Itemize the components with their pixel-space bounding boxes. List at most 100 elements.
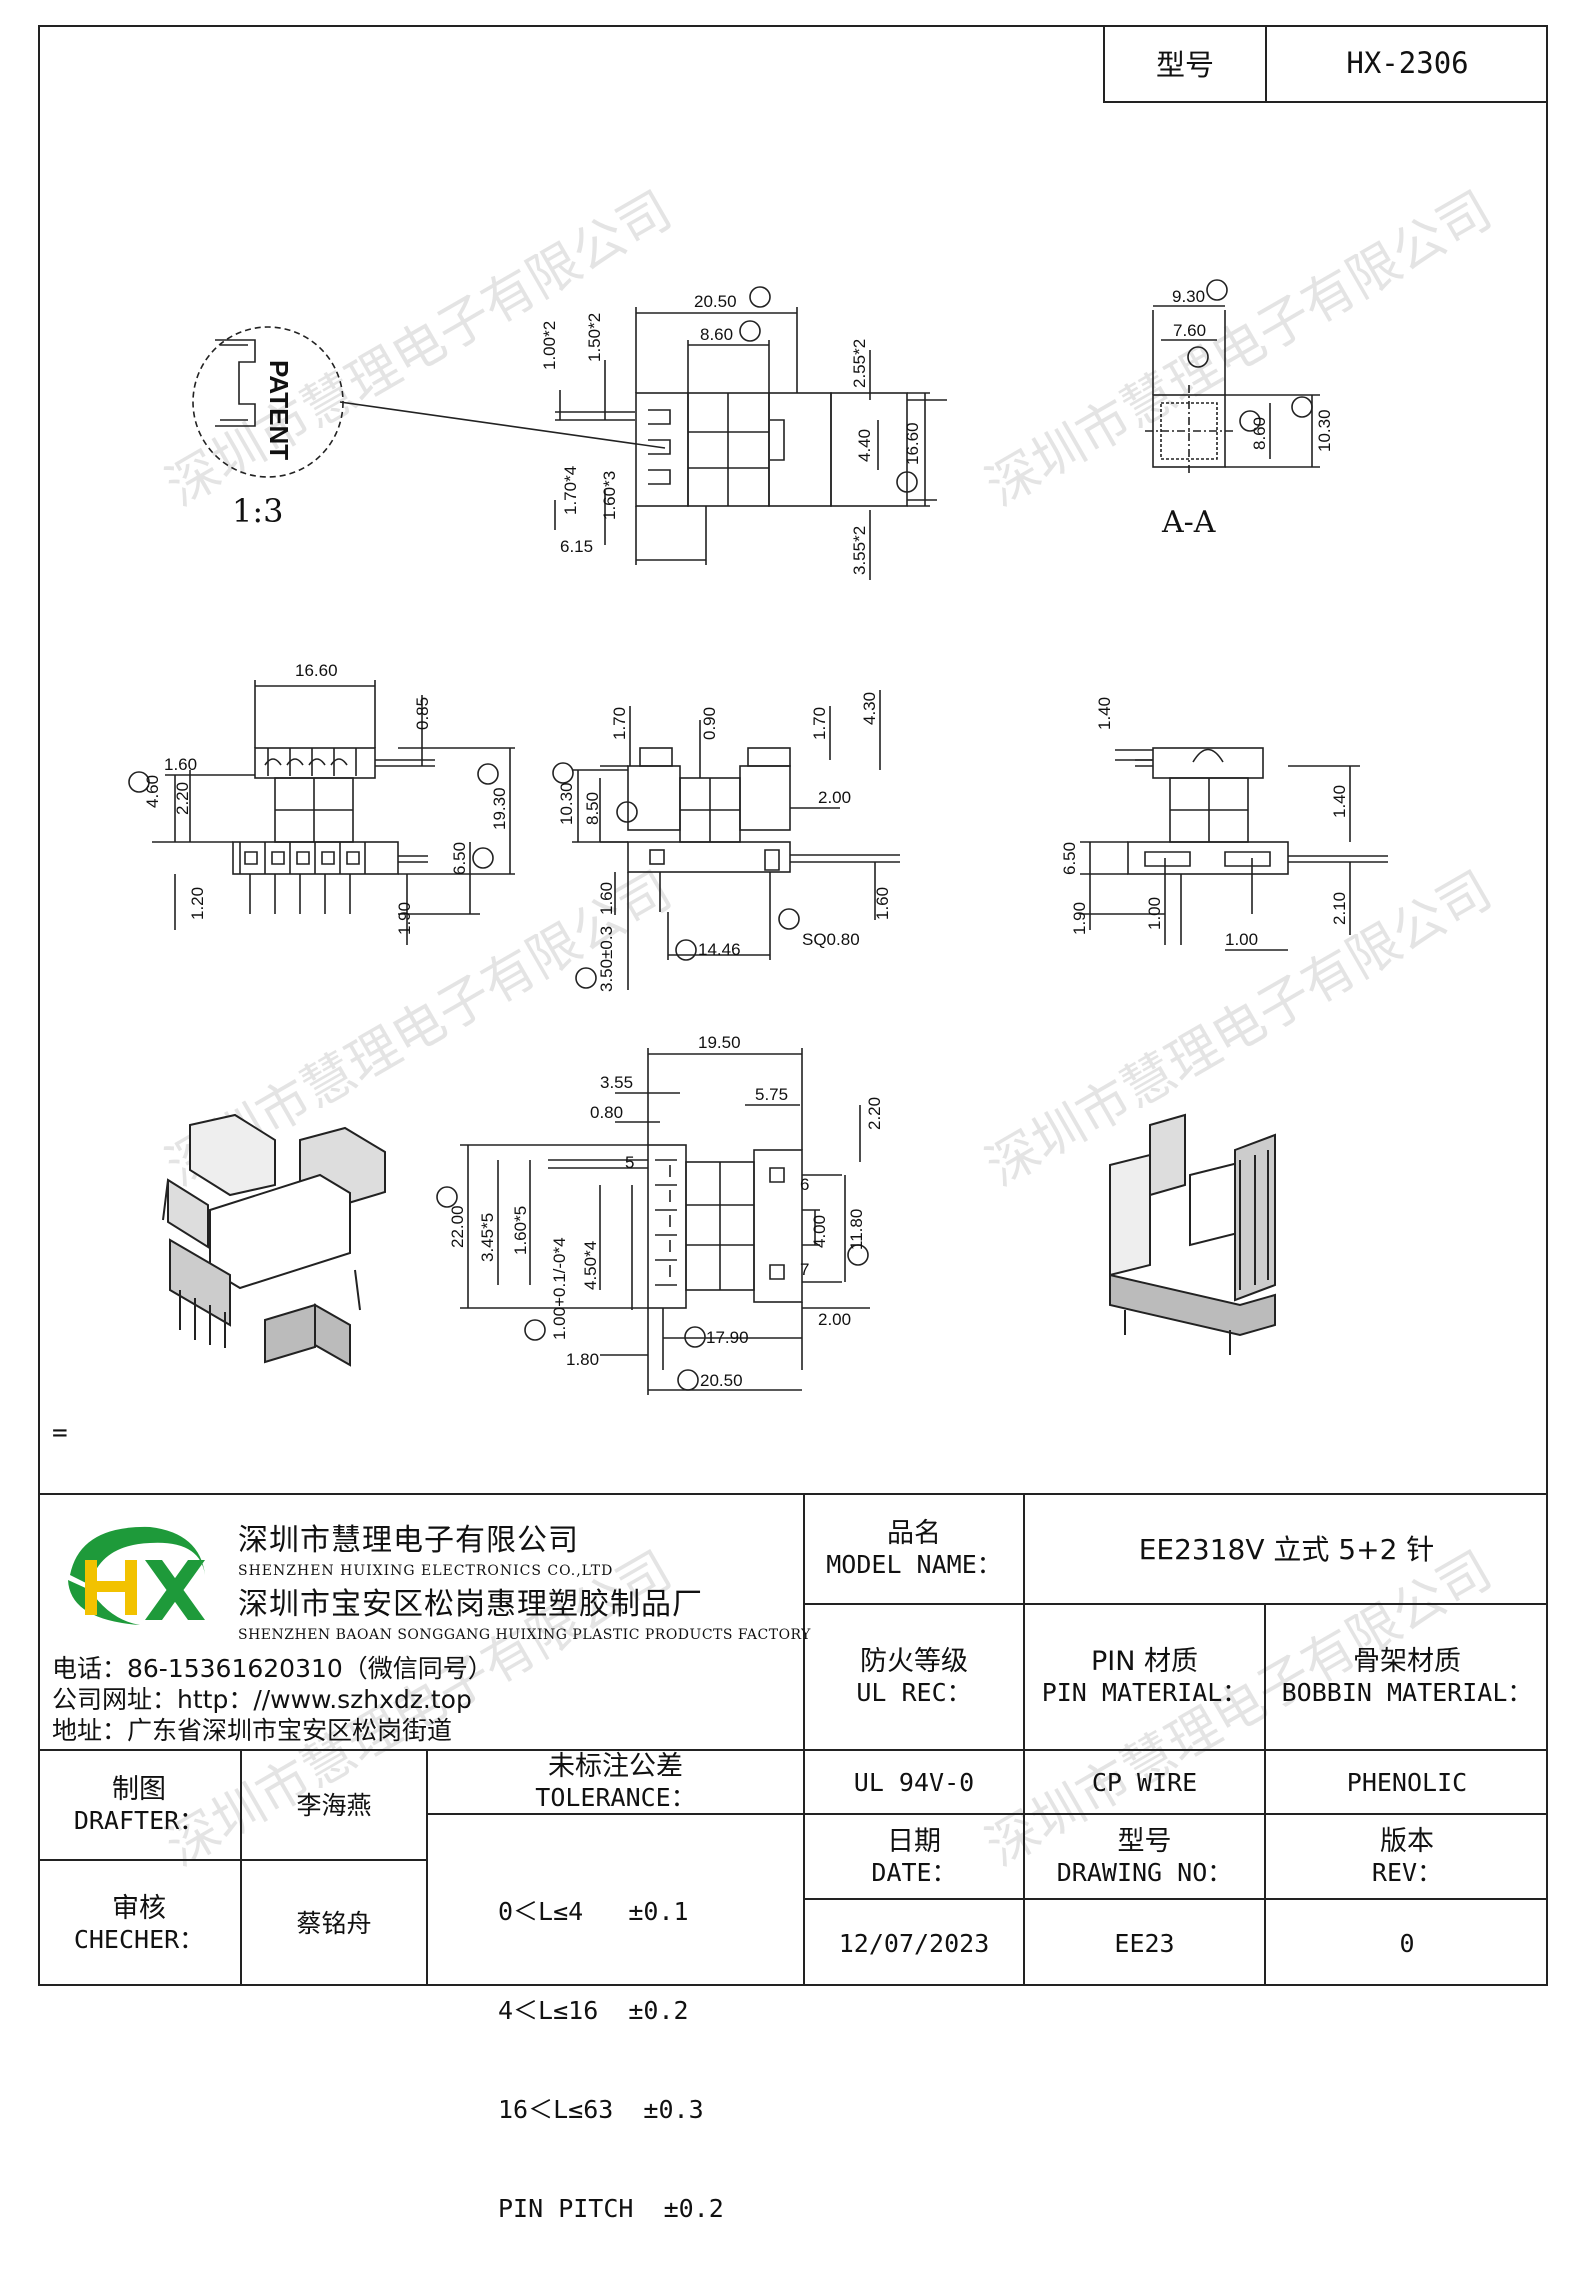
dim-label: 7.60 [1173, 321, 1206, 340]
dim-label: 2.20 [173, 782, 192, 815]
dim-label: 0.85 [413, 697, 432, 730]
dim-label: 16.60 [295, 661, 338, 680]
dim-label: 20.50 [700, 1371, 743, 1390]
top-view: 20.50 8.60 1.00*2 1.50*2 2.55*2 4.40 16.… [540, 286, 947, 580]
dim-label: 8.50 [583, 792, 602, 825]
dim-label: 4.30 [860, 692, 879, 725]
section-view: 9.30 7.60 8.60 10.30 A-A [1145, 279, 1334, 540]
tolerance-line: 16＜L≤63 ±0.3 [498, 2095, 704, 2124]
model-name-label: 品名 MODEL NAME： [826, 1518, 1002, 1579]
date-value: 12/07/2023 [838, 1928, 990, 1958]
website: 公司网址：http：//www.szhxdz.top [52, 1685, 472, 1714]
date-label: 日期 DATE： [871, 1825, 957, 1887]
dim-label: 6.50 [450, 842, 469, 875]
drawing-no-value: EE23 [1114, 1928, 1175, 1958]
dim-label: 17.90 [706, 1328, 749, 1347]
dim-label: 4.50*4 [581, 1241, 600, 1290]
stray-mark: = [52, 1418, 68, 1448]
dim-label: 9.30 [1172, 287, 1205, 306]
dim-label: 19.50 [698, 1033, 741, 1052]
company-logo [68, 1526, 205, 1625]
dim-label: 2.20 [865, 1097, 884, 1130]
drafter-name: 李海燕 [296, 1790, 372, 1820]
dim-label: 1.40 [1095, 697, 1114, 730]
dim-label: 1.50*2 [585, 313, 604, 362]
side-view: 1.70 0.90 1.70 4.30 10.30 8.50 2.00 1.60… [552, 690, 900, 992]
rev-value: 0 [1399, 1928, 1415, 1958]
scale-label: 1:3 [232, 492, 284, 530]
dim-label: 1.00 [1225, 930, 1258, 949]
dim-label: 4.60 [143, 775, 162, 808]
dim-label: 5.75 [755, 1085, 788, 1104]
patent-detail: PATENT 1:3 [192, 326, 666, 530]
dim-label: 1.90 [395, 902, 414, 935]
dim-label: 2.00 [818, 1310, 851, 1329]
drafter-label: 制图 DRAFTER： [73, 1774, 205, 1835]
factory-name-cn: 深圳市宝安区松岗惠理塑胶制品厂 [238, 1587, 703, 1622]
dim-label: 1.80 [566, 1350, 599, 1369]
dim-label: 3.55*2 [850, 526, 869, 575]
dim-label: 1.60*3 [600, 471, 619, 520]
dim-label: 1.40 [1330, 785, 1349, 818]
dim-label: 4.00 [810, 1215, 829, 1248]
dim-label: 19.30 [490, 787, 509, 830]
phone: 电话：86-15361620310（微信同号） [52, 1654, 493, 1683]
checker-label: 审核 CHECHER： [73, 1892, 205, 1954]
dim-label: 4.40 [855, 429, 874, 462]
dim-label: 1.70*4 [561, 466, 580, 515]
dim-label: 8.60 [700, 325, 733, 344]
dim-label: 11.80 [847, 1209, 866, 1250]
dim-label: 3.55 [600, 1073, 633, 1092]
dim-label: 6.15 [560, 537, 593, 556]
factory-name-en: SHENZHEN BAOAN SONGGANG HUIXING PLASTIC … [238, 1627, 811, 1643]
pin-number: 6 [800, 1175, 809, 1194]
dim-label: 1.60 [873, 887, 892, 920]
dim-label: SQ0.80 [802, 930, 860, 949]
patent-text: PATENT [264, 360, 294, 460]
dim-label: 16.60 [903, 422, 922, 465]
dim-label: 1.90 [1070, 902, 1089, 935]
dim-label: 3.50±0.3 [597, 926, 616, 992]
tolerance-table: 0＜L≤4 ±0.1 4＜L≤16 ±0.2 16＜L≤63 ±0.3 PIN … [498, 1829, 724, 2291]
dim-label: 10.30 [557, 782, 576, 825]
checker-name: 蔡铭舟 [296, 1909, 372, 1938]
drawing-no-label: 型号 DRAWING NO： [1056, 1825, 1233, 1887]
dim-label: 8.60 [1250, 417, 1269, 450]
model-name-value: EE2318V 立式 5+2 针 [1138, 1532, 1435, 1566]
dim-label: 1.00 [1145, 897, 1164, 930]
pin-number: 7 [800, 1260, 809, 1279]
dim-label: 22.00 [448, 1205, 467, 1248]
dim-label: 1.70 [610, 707, 629, 740]
company-info: 深圳市慧理电子有限公司 SHENZHEN HUIXING ELECTRONICS… [238, 1515, 811, 1643]
rev-label: 版本 REV： [1371, 1825, 1443, 1887]
tolerance-label: 未标注公差 TOLERANCE： [535, 1751, 696, 1812]
pin-material-label: PIN 材质 PIN MATERIAL： [1041, 1646, 1248, 1707]
model-label: 型号 [1105, 25, 1267, 101]
ul-value: UL 94V-0 [853, 1767, 975, 1797]
bobbin-material-value: PHENOLIC [1346, 1767, 1468, 1797]
drawing-frame [38, 25, 1548, 1986]
pin-material-value: CP WIRE [1091, 1767, 1198, 1797]
company-name-en: SHENZHEN HUIXING ELECTRONICS CO.,LTD [238, 1563, 614, 1579]
front-view: 16.60 0.85 1.60 4.60 2.20 19.30 6.50 1.2… [128, 661, 515, 945]
dim-label: 2.10 [1330, 892, 1349, 925]
company-name-cn: 深圳市慧理电子有限公司 [238, 1523, 579, 1558]
model-box: 型号 HX-2306 [1103, 25, 1548, 103]
dim-label: 20.50 [694, 292, 737, 311]
isometric-view-left [162, 1113, 386, 1367]
ul-label: 防火等级 UL REC： [856, 1646, 972, 1707]
tolerance-line: PIN PITCH ±0.2 [498, 2194, 724, 2223]
bottom-view: 19.50 3.55 0.80 5.75 2.20 22.00 3.45*5 1… [436, 1033, 884, 1395]
dim-label: 3.45*5 [478, 1213, 497, 1262]
technical-drawing: PATENT 1:3 20.50 8.60 1.00*2 1.50*2 2.55… [128, 279, 1388, 1395]
isometric-view-right [1109, 1113, 1276, 1355]
address: 地址：广东省深圳市宝安区松岗街道 [52, 1716, 453, 1745]
bobbin-material-label: 骨架材质 BOBBIN MATERIAL： [1281, 1646, 1533, 1707]
dim-label: 1.00*2 [540, 321, 559, 370]
dim-label: 1.60*5 [511, 1206, 530, 1255]
dim-label: 0.90 [700, 707, 719, 740]
dim-label: 1.70 [810, 707, 829, 740]
dim-label: 1.60 [164, 755, 197, 774]
dim-label: 14.46 [698, 940, 741, 959]
title-block: 深圳市慧理电子有限公司 SHENZHEN HUIXING ELECTRONICS… [38, 1493, 1548, 2223]
